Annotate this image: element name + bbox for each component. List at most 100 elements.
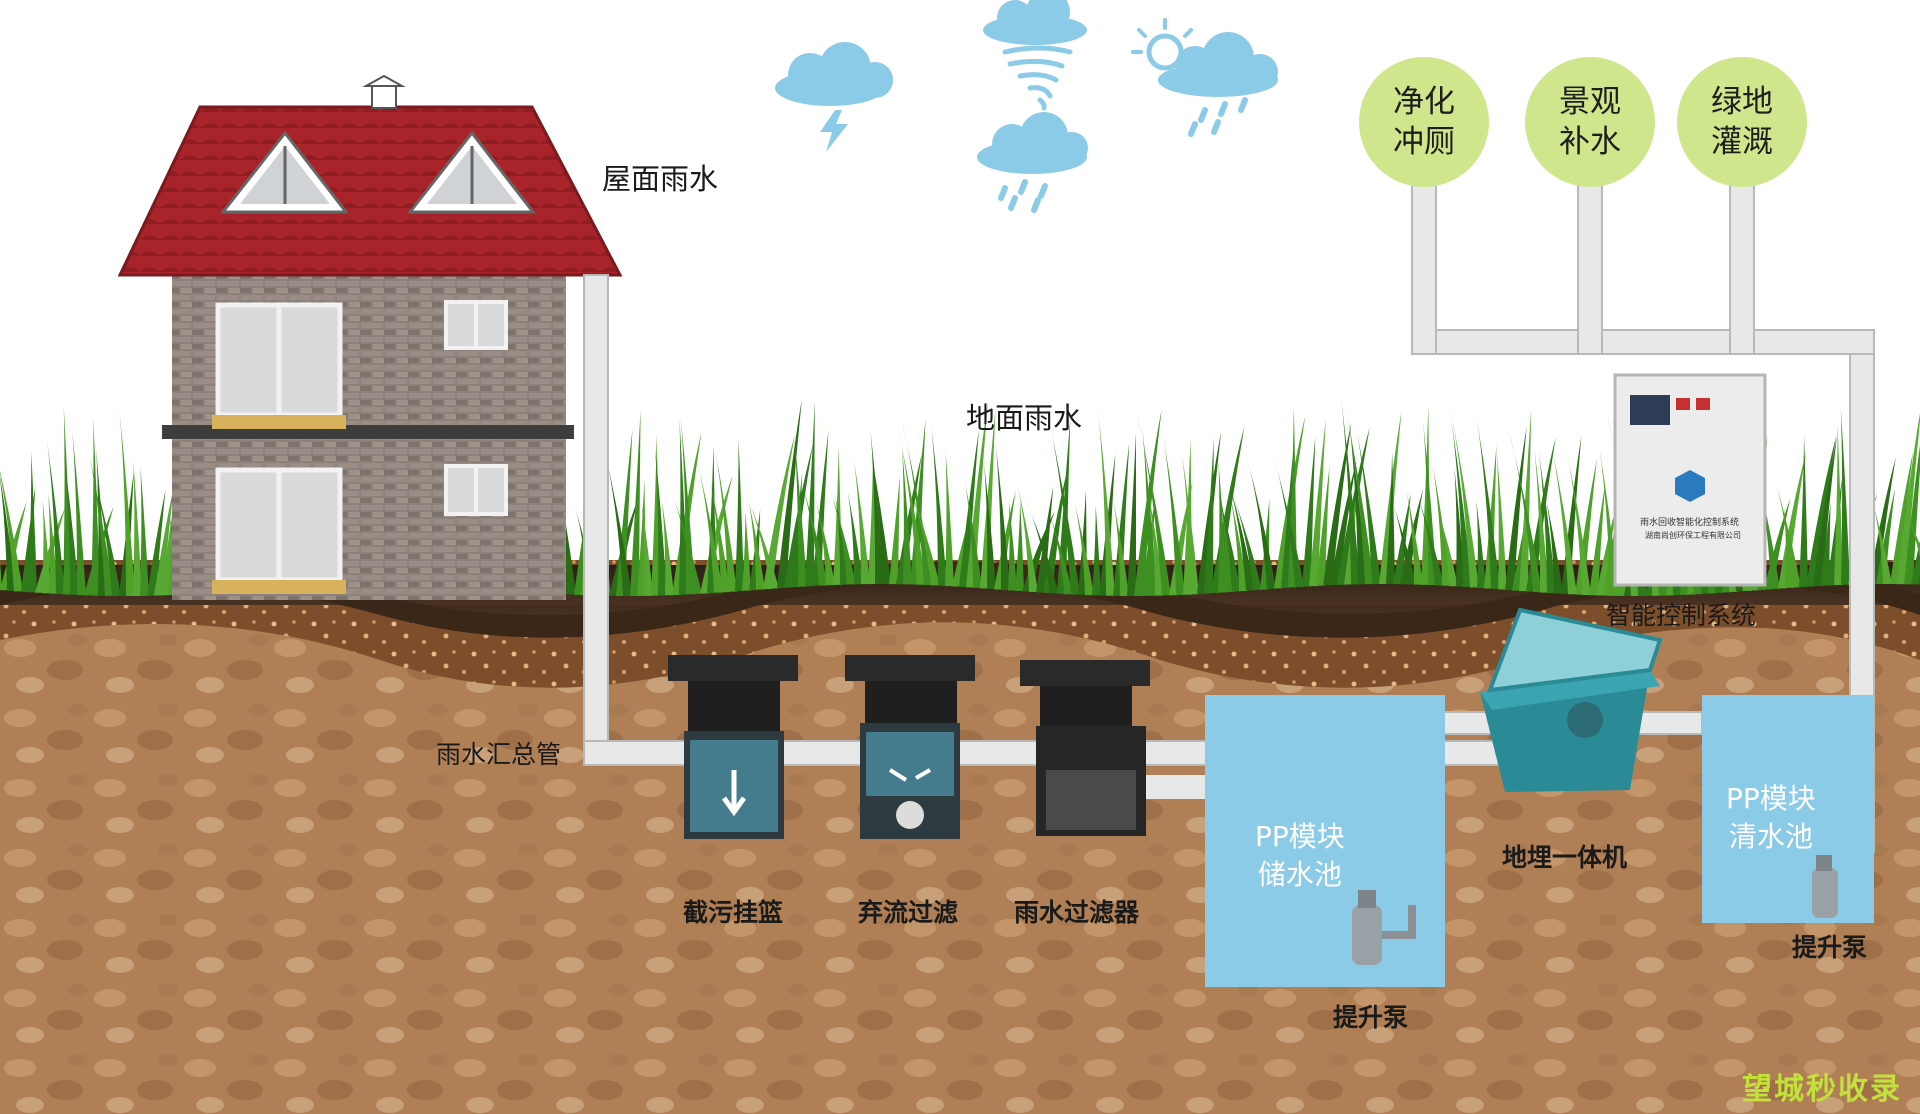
grass-blade xyxy=(945,451,954,587)
grass-blade xyxy=(1309,419,1326,587)
label-rain-filter: 雨水过滤器 xyxy=(1014,898,1140,927)
grass-blade xyxy=(679,419,688,595)
grass-blade xyxy=(1423,421,1437,586)
grass-blade xyxy=(931,425,947,586)
grass-blade xyxy=(1806,435,1837,587)
grass-blade xyxy=(697,461,723,593)
label-smart-control: 智能控制系统 xyxy=(1606,601,1757,630)
grass-blade xyxy=(1302,436,1316,587)
grass-blade xyxy=(28,450,37,593)
grass-blade xyxy=(984,463,996,589)
grass-blade xyxy=(1272,453,1304,587)
grass-blade xyxy=(1496,453,1507,590)
grass-blade xyxy=(46,440,65,595)
grass-blade xyxy=(1136,410,1171,596)
grass-blade xyxy=(147,489,166,596)
grass-blade xyxy=(91,418,100,596)
grass-blade xyxy=(140,466,149,596)
grass-blade xyxy=(868,453,877,585)
grass-blade xyxy=(1036,486,1054,593)
grass-blade xyxy=(637,479,646,596)
grass-blade xyxy=(1545,498,1563,594)
grass-blade xyxy=(800,478,828,586)
grass-blade xyxy=(889,475,900,585)
grass-blade xyxy=(1204,437,1214,594)
rain-filter-unit xyxy=(1020,660,1206,836)
label-dirt-basket: 截污挂篮 xyxy=(683,898,784,927)
grass-blade xyxy=(1127,432,1136,596)
grass-blade xyxy=(1142,428,1157,596)
grass-blade xyxy=(87,444,114,596)
grass-blade xyxy=(1113,442,1130,596)
grass-blade xyxy=(1197,431,1222,594)
grass-blade xyxy=(1505,426,1527,591)
control-cabinet xyxy=(1613,373,1767,587)
grass-blade xyxy=(1008,500,1017,591)
topsoil-layer xyxy=(0,560,1920,623)
grass-blade xyxy=(748,499,765,590)
grass-blade xyxy=(1169,480,1193,596)
label-diversion-filter: 弃流过滤 xyxy=(858,898,959,927)
grass-blade xyxy=(853,458,870,585)
grass-blade xyxy=(777,398,802,589)
grass-blade xyxy=(742,510,751,591)
grass-blade xyxy=(1904,445,1920,585)
grass-blade xyxy=(1015,501,1024,592)
label-pump-left: 提升泵 xyxy=(1333,1003,1409,1032)
grass-blade xyxy=(1840,408,1850,585)
cloud-tornado-icon xyxy=(983,0,1087,111)
grass-blade xyxy=(1869,457,1896,585)
grass-blade xyxy=(1596,504,1617,596)
grass-blade xyxy=(133,461,142,596)
label-pump-right: 提升泵 xyxy=(1792,933,1868,962)
grass-blade xyxy=(661,499,674,596)
lift-pump-right-icon xyxy=(1812,855,1838,918)
grass-blade xyxy=(1379,411,1402,585)
grass-blade xyxy=(1589,483,1606,596)
diversion-filter-unit xyxy=(845,655,975,839)
cloud-lightning-icon xyxy=(775,42,893,152)
grass-blade xyxy=(0,471,23,592)
grass-blade xyxy=(1416,491,1444,586)
grass-blade xyxy=(847,491,863,585)
cabinet-company: 湖南尚创环保工程有限公司 xyxy=(1645,531,1741,540)
grass-blade xyxy=(1245,452,1276,589)
grass-blade xyxy=(744,490,779,589)
grass-blade xyxy=(735,438,744,592)
grass-blade xyxy=(1774,479,1801,588)
grass-blade xyxy=(1534,448,1549,593)
grass-blade xyxy=(829,488,856,585)
label-pp-storage: PP模块 储水池 xyxy=(1255,820,1345,891)
grass-blade xyxy=(63,454,79,595)
grass-blade xyxy=(1450,410,1472,588)
house xyxy=(117,74,623,600)
grass-blade xyxy=(897,424,926,585)
cloud-sun-rain-icon xyxy=(1131,18,1278,137)
grass-blade xyxy=(714,448,737,592)
label-buried-unit: 地埋一体机 xyxy=(1502,843,1628,872)
cabinet-title: 雨水回收智能化控制系统 xyxy=(1640,518,1740,528)
use-text-landscape: 景观 补水 xyxy=(1559,84,1621,160)
grass-blade xyxy=(154,485,174,596)
grass-blade xyxy=(1519,408,1532,592)
label-main-pipe: 雨水汇总管 xyxy=(436,740,562,769)
use-circle-flush: 净化 冲厕 xyxy=(1359,57,1489,187)
grass-blade xyxy=(1436,505,1458,587)
grass-blade xyxy=(1566,452,1591,595)
grass-blade xyxy=(42,499,51,594)
grass-blade xyxy=(905,474,940,586)
grass-blade xyxy=(1799,434,1808,587)
watermark: 望城秒收录 xyxy=(1742,1072,1902,1107)
buried-integrated-unit xyxy=(1480,607,1663,792)
grass-blade xyxy=(815,498,835,586)
cloud-rain-icon xyxy=(977,112,1088,213)
grass-blade xyxy=(1386,452,1395,585)
grass-blade xyxy=(1017,484,1038,593)
grass-blade xyxy=(0,560,2,590)
grass-blade xyxy=(604,451,632,596)
grass-blade xyxy=(1448,400,1479,588)
grass-blade xyxy=(1162,431,1185,595)
grass-blade xyxy=(871,452,891,585)
grass-blade xyxy=(1092,505,1101,596)
